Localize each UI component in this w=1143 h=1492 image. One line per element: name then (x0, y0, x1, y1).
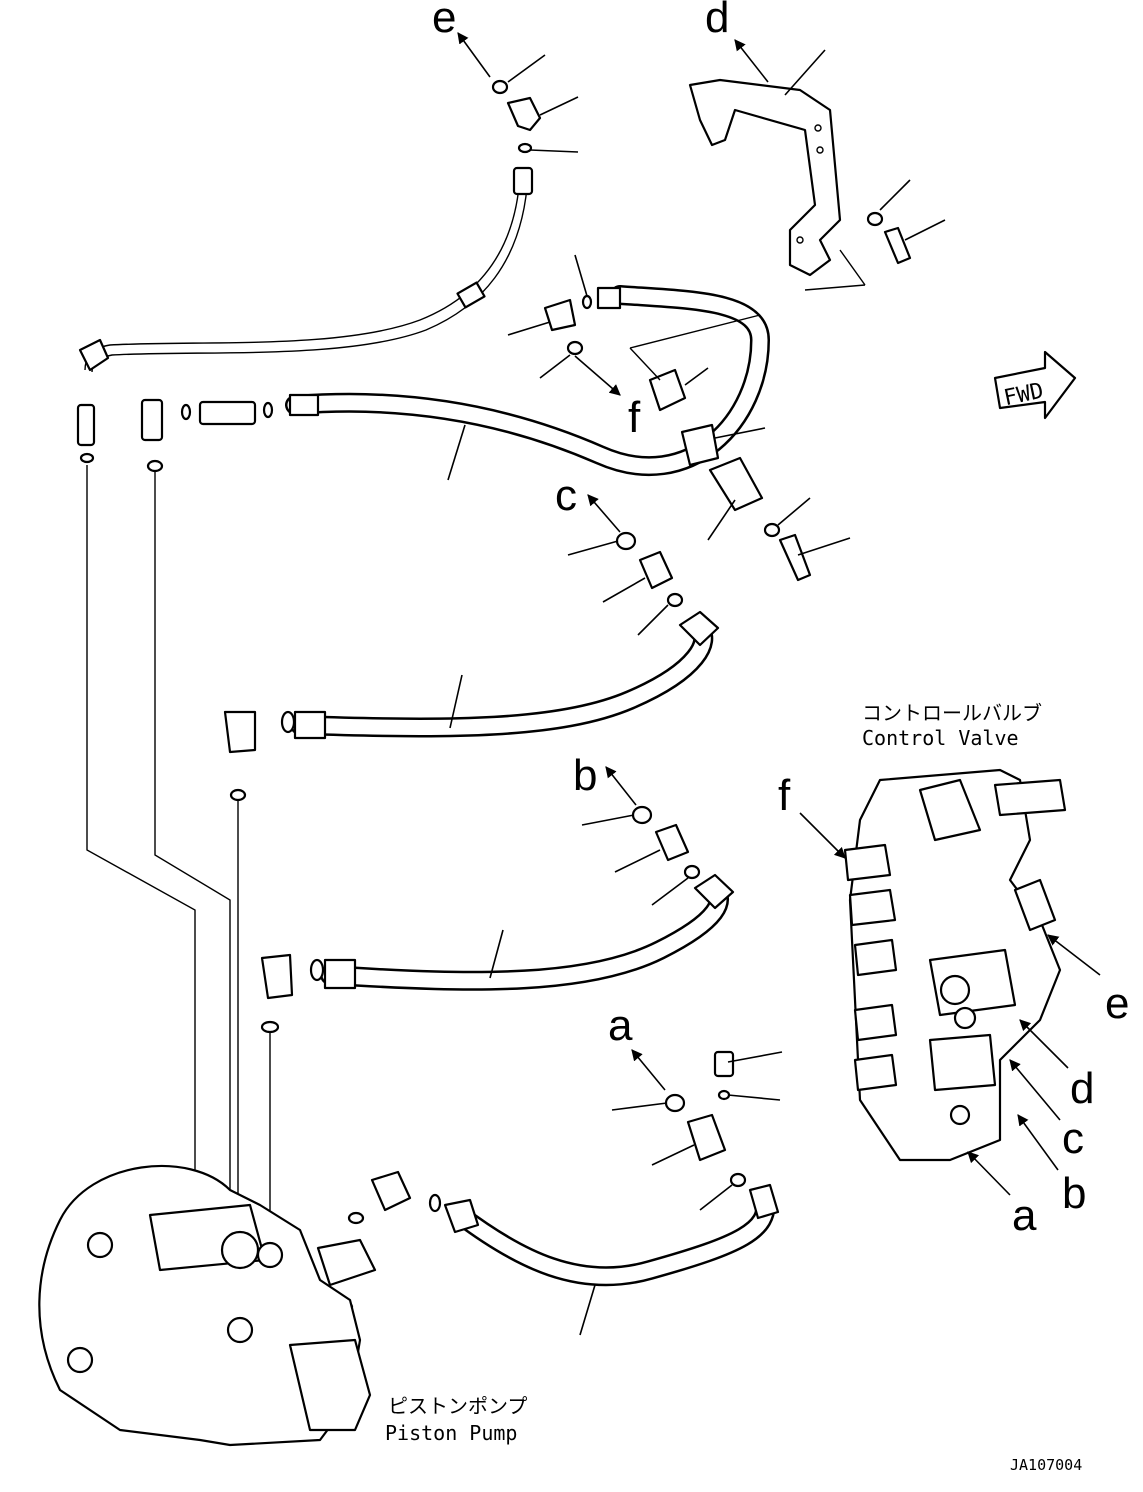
mounting-bracket (688, 78, 912, 291)
elbow-fitting-left (78, 338, 110, 372)
letter-a-valve: a (1012, 1191, 1037, 1240)
control-valve-label-jp: コントロールバルブ (862, 701, 1042, 725)
piston-pump-label-jp: ピストンポンプ (388, 1394, 527, 1418)
hose-clamp-assembly (629, 314, 812, 582)
callout-letters: e d f c b a f e d c b a (432, 0, 1129, 1240)
top-thin-hose (78, 166, 534, 373)
fittings (76, 79, 747, 1314)
letter-e-top: e (432, 0, 456, 42)
letter-b-mid: b (573, 751, 597, 800)
reference-lines (86, 465, 346, 1380)
letter-f-valve: f (778, 771, 791, 820)
hose-nut-left (288, 393, 320, 417)
control-valve-drawing (843, 768, 1067, 1162)
hose-c-nut (293, 710, 327, 740)
hose-a (443, 1183, 780, 1287)
drawing-code: JA107004 (1010, 1456, 1082, 1474)
hose-b (320, 873, 735, 991)
hose-clamp-top (456, 281, 486, 309)
letter-d-valve: d (1070, 1064, 1094, 1113)
letter-f-mid: f (628, 393, 641, 442)
piston-pump-label-en: Piston Pump (385, 1421, 517, 1445)
hose-b-end (693, 873, 735, 910)
hose-nut-top (596, 286, 622, 310)
letter-e-valve: e (1105, 979, 1129, 1028)
hose-a-nut (443, 1198, 480, 1234)
callout-arrows (457, 32, 1101, 1196)
hose-c (290, 610, 720, 740)
leader-lines (447, 49, 946, 1336)
control-valve-label-en: Control Valve (862, 726, 1019, 750)
letter-c-valve: c (1062, 1114, 1084, 1163)
hose-b-nut (323, 958, 357, 990)
letter-a-mid: a (608, 1001, 633, 1050)
hose-fitting-top (512, 166, 534, 196)
letter-b-valve: b (1062, 1169, 1086, 1218)
hose-a-end (748, 1183, 780, 1220)
hose-c-end (678, 610, 720, 647)
fwd-badge: FWD (993, 350, 1077, 420)
letter-c-mid: c (555, 471, 577, 520)
letter-d-top: d (705, 0, 729, 42)
piston-pump-drawing (38, 1164, 377, 1447)
